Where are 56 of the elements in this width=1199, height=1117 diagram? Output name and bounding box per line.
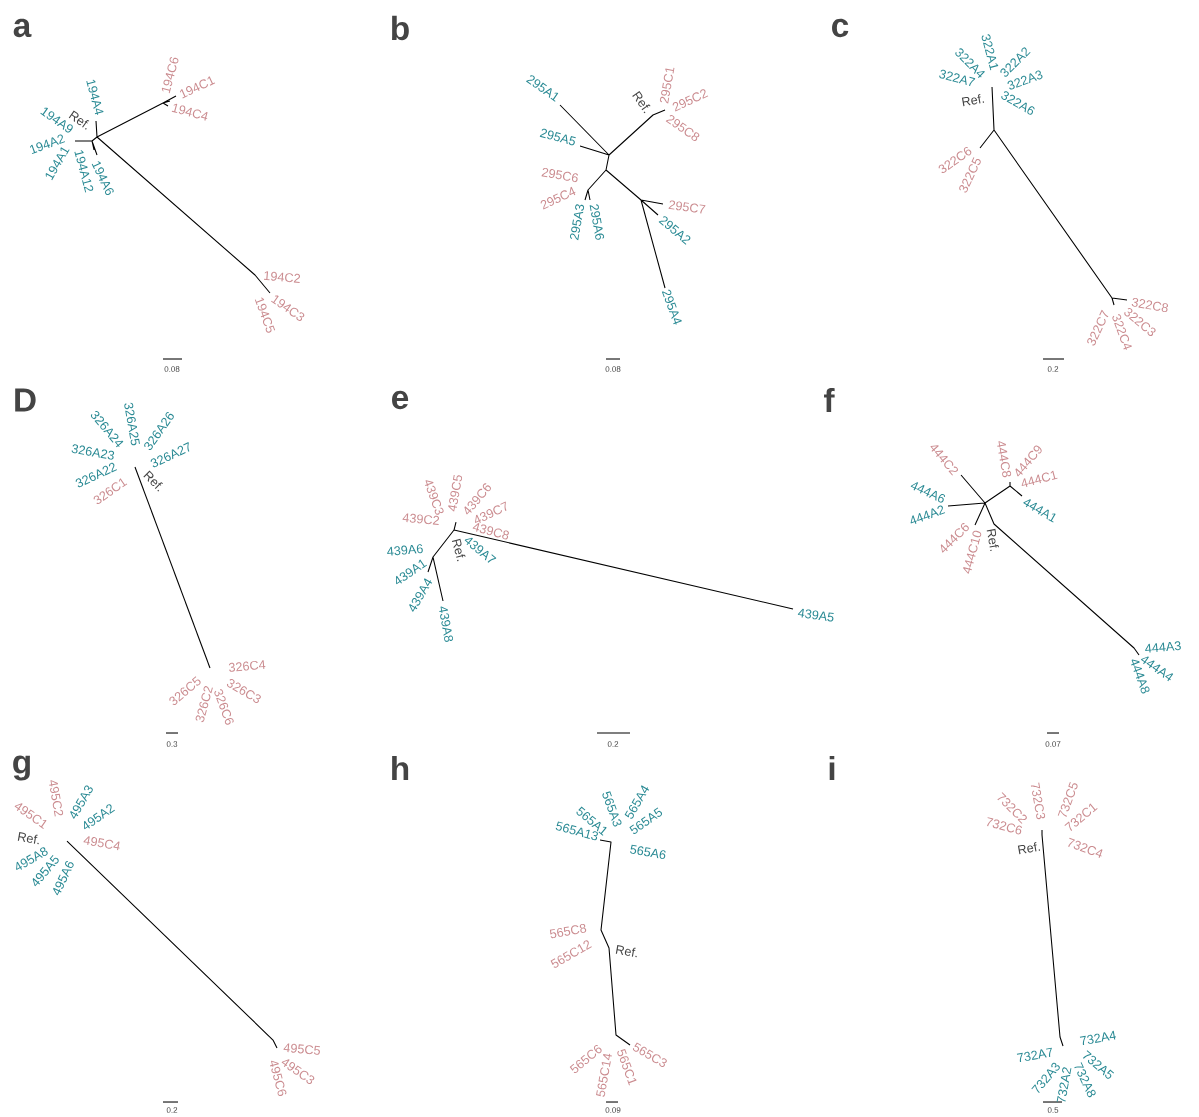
tip-label: 439C3 [425, 480, 444, 515]
tip-label: Ref. [961, 94, 985, 107]
tip-label: 495C5 [283, 1043, 320, 1055]
tip-label: 444A3 [1145, 641, 1181, 653]
tip-label: 194C6 [161, 57, 179, 94]
tip-label: 295C7 [668, 200, 706, 214]
tip-label: Ref. [17, 832, 39, 845]
panel-letter: h [392, 755, 409, 781]
tip-label: Ref. [451, 538, 466, 562]
tip-label: Ref. [1017, 842, 1041, 855]
scale-value: 0.08 [164, 366, 180, 372]
tip-label: 439C8 [472, 523, 509, 540]
tip-label: 439C5 [448, 474, 463, 512]
scale-value: 0.5 [1047, 1107, 1059, 1113]
tip-label: 322C7 [1087, 309, 1109, 346]
panel-letter: b [392, 15, 409, 41]
scale-value: 0.2 [607, 741, 619, 747]
tip-label: 565A6 [630, 844, 666, 860]
scale-value: 0.2 [1047, 366, 1059, 372]
tip-label: 295A4 [661, 289, 682, 325]
tip-label: 444A6 [910, 482, 946, 503]
panel-letter: e [392, 390, 409, 410]
scale-value: 0.2 [166, 1107, 178, 1113]
tip-label: 444C8 [997, 441, 1012, 478]
tip-label: 732A7 [1016, 1047, 1052, 1063]
tip-label: 439A8 [439, 606, 454, 642]
tip-label: 495C4 [83, 836, 120, 851]
tip-label: 326C4 [228, 660, 266, 672]
panel-letter: a [13, 18, 32, 38]
tip-label: 194C4 [171, 103, 208, 121]
tip-label: 295A6 [589, 204, 605, 240]
tip-label: 194A12 [74, 150, 94, 193]
tip-label: Ref. [615, 945, 637, 958]
scale-value: 0.09 [605, 1107, 621, 1113]
tip-label: 295C6 [541, 167, 579, 183]
scale-value: 0.3 [166, 741, 178, 747]
tip-label: 565C8 [549, 923, 587, 939]
tip-label: 439A5 [797, 608, 834, 622]
tip-label: 439C2 [402, 513, 439, 525]
tip-label: 194C2 [264, 271, 300, 283]
tip-label: 444A2 [910, 505, 946, 524]
tip-label: Ref. [986, 528, 999, 552]
tip-label: 732C4 [1068, 837, 1103, 858]
tip-label: 439A6 [387, 544, 423, 556]
panel-letter: g [13, 755, 30, 781]
tip-label: 495C2 [49, 780, 64, 817]
tip-label: 326A25 [124, 402, 140, 446]
panel-letter: f [824, 387, 835, 413]
scale-value: 0.08 [605, 366, 621, 372]
tip-label: 732A4 [1079, 1030, 1117, 1046]
tip-label: 732C3 [1030, 782, 1046, 820]
scale-value: 0.07 [1045, 741, 1061, 747]
tip-label: 295A5 [539, 128, 576, 146]
panel-letter: i [829, 755, 835, 781]
panel-letter: c [832, 18, 849, 38]
panel-letter: D [15, 388, 36, 412]
